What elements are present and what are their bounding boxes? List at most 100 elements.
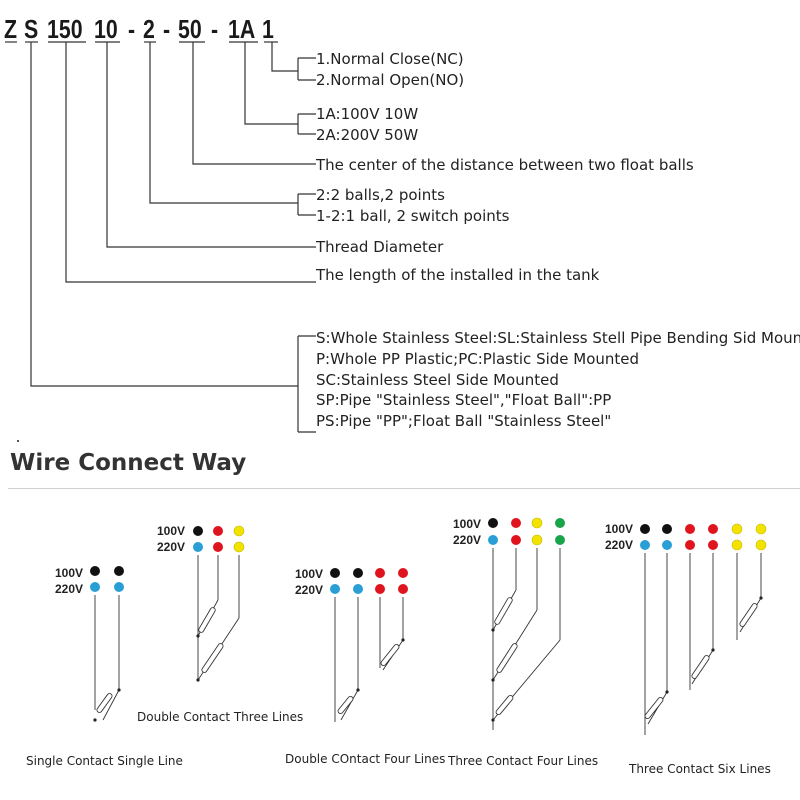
- material-2: P:Whole PP Plastic;PC:Plastic Side Mount…: [316, 350, 640, 368]
- three4-220v-label: 220V: [453, 533, 482, 547]
- t4-reed-switch-3: [495, 694, 514, 716]
- double4-100v-label: 100V: [295, 567, 324, 581]
- t6-220v-dot-4: [708, 540, 718, 550]
- code-z: Z: [4, 14, 18, 44]
- t4-100v-dot-4: [555, 518, 565, 528]
- single-100v-dot-2: [114, 566, 124, 576]
- contact-nc: 1.Normal Close(NC): [316, 50, 464, 68]
- three4-100v-label: 100V: [453, 517, 482, 531]
- junction-dot: [401, 638, 405, 642]
- t4-100v-dot-2: [511, 518, 521, 528]
- d4-reed-switch-1: [337, 695, 354, 715]
- t6-100v-dot-3: [685, 524, 695, 534]
- caption-three-six: Three Contact Six Lines: [629, 762, 771, 776]
- single-100v-dot: [90, 566, 100, 576]
- stray-dot: [17, 440, 19, 442]
- d3-220v-dot-1: [193, 542, 203, 552]
- code-s: S: [24, 14, 39, 44]
- caption-double-four: Double COntact Four Lines: [285, 752, 446, 766]
- t6-220v-dot-3: [685, 540, 695, 550]
- code-dash-2: -: [163, 14, 171, 44]
- section-heading: Wire Connect Way: [10, 450, 247, 476]
- d4-100v-dot-1: [330, 568, 340, 578]
- power-2a: 2A:200V 50W: [316, 126, 419, 144]
- t6-100v-dot-2: [662, 524, 672, 534]
- contact-no: 2.Normal Open(NO): [316, 71, 465, 89]
- junction-dot: [196, 678, 200, 682]
- material-3: SC:Stainless Steel Side Mounted: [316, 371, 559, 389]
- t4-reed-switch-2: [496, 643, 518, 673]
- t6-reed-switch-2: [691, 655, 710, 679]
- junction-dot: [356, 688, 360, 692]
- single-220v-dot: [90, 582, 100, 592]
- single-100v-label: 100V: [55, 566, 84, 580]
- t6-220v-dot-6: [755, 539, 767, 551]
- caption-three-four: Three Contact Four Lines: [448, 754, 599, 768]
- code-balls: 2: [143, 14, 155, 44]
- power-1a: 1A:100V 10W: [316, 105, 419, 123]
- d4-100v-dot-4: [398, 568, 408, 578]
- material-5: PS:Pipe "PP";Float Ball "Stainless Steel…: [316, 412, 612, 430]
- junction-dot: [491, 718, 495, 722]
- t6-reed-switch-3: [739, 603, 758, 627]
- t4-220v-dot-1: [488, 535, 498, 545]
- caption-double-three: Double Contact Three Lines: [137, 710, 304, 724]
- material-4: SP:Pipe "Stainless Steel","Float Ball":P…: [316, 391, 612, 409]
- double3-220v-label: 220V: [157, 540, 186, 554]
- d4-100v-dot-2: [353, 568, 363, 578]
- code-distance: 50: [178, 14, 202, 44]
- d3-220v-dot-3: [233, 541, 245, 553]
- d4-220v-dot-4: [398, 584, 408, 594]
- t4-100v-dot-3: [531, 517, 543, 529]
- installed-length: The length of the installed in the tank: [316, 266, 600, 284]
- t4-100v-dot-1: [488, 518, 498, 528]
- junction-dot: [196, 634, 200, 638]
- three6-100v-label: 100V: [605, 522, 634, 536]
- code-contact: 1: [262, 14, 274, 44]
- t4-220v-dot-3: [531, 534, 543, 546]
- junction-dot: [711, 648, 715, 652]
- d3-100v-dot-2: [213, 526, 223, 536]
- t4-220v-dot-4: [555, 535, 565, 545]
- junction-dot: [93, 718, 97, 722]
- d4-220v-dot-2: [353, 584, 363, 594]
- d3-reed-switch-2: [201, 643, 224, 673]
- wiring-diagrams: [90, 517, 767, 735]
- junction-dot: [491, 628, 495, 632]
- single-220v-label: 220V: [55, 582, 84, 596]
- t6-100v-dot-6: [755, 523, 767, 535]
- material-1: S:Whole Stainless Steel:SL:Stainless Ste…: [316, 329, 800, 347]
- single-220v-dot-2: [114, 582, 124, 592]
- balls-1-2: 1-2:1 ball, 2 switch points: [316, 207, 510, 225]
- t6-reed-switch-1: [644, 697, 664, 719]
- t6-100v-dot-4: [708, 524, 718, 534]
- t6-100v-dot-1: [640, 524, 650, 534]
- junction-dot: [117, 688, 121, 692]
- code-thread: 10: [94, 14, 118, 44]
- junction-dot: [665, 690, 669, 694]
- t6-100v-dot-5: [731, 523, 743, 535]
- thread-diameter: Thread Diameter: [316, 238, 444, 256]
- t4-220v-dot-2: [511, 535, 521, 545]
- d3-220v-dot-2: [213, 542, 223, 552]
- d4-reed-switch-2: [380, 644, 400, 666]
- d3-reed-switch-1: [198, 607, 216, 633]
- d4-100v-dot-3: [375, 568, 385, 578]
- double4-220v-label: 220V: [295, 583, 324, 597]
- caption-single: Single Contact Single Line: [26, 754, 183, 768]
- junction-dot: [491, 678, 495, 682]
- wire-line: [340, 689, 359, 721]
- center-distance: The center of the distance between two f…: [316, 156, 694, 174]
- d4-220v-dot-1: [330, 584, 340, 594]
- double3-100v-label: 100V: [157, 524, 186, 538]
- wire-line: [102, 689, 120, 721]
- balls-2: 2:2 balls,2 points: [316, 186, 445, 204]
- d3-100v-dot-1: [193, 526, 203, 536]
- t4-reed-switch-1: [494, 597, 513, 625]
- junction-dot: [759, 596, 763, 600]
- three6-220v-label: 220V: [605, 538, 634, 552]
- t6-220v-dot-2: [662, 540, 672, 550]
- code-dash-1: -: [128, 14, 136, 44]
- t6-220v-dot-5: [731, 539, 743, 551]
- code-power: 1A: [228, 14, 256, 44]
